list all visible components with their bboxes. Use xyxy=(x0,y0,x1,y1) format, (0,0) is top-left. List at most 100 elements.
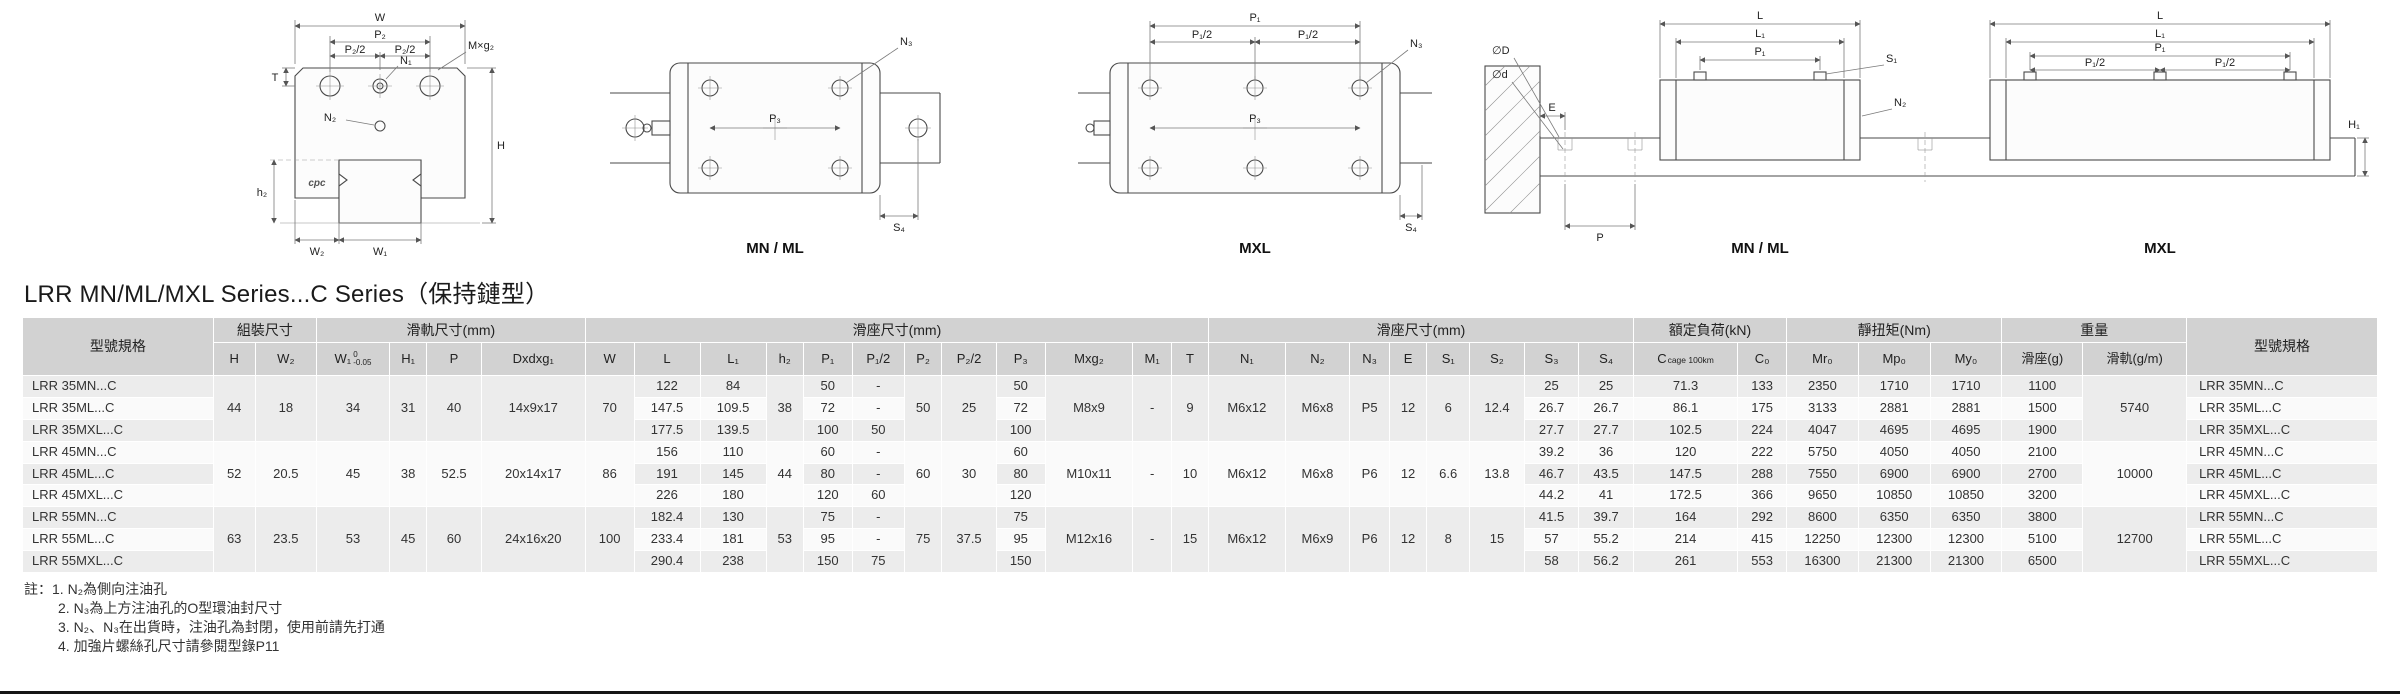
model-cell: LRR 55ML...C xyxy=(2186,528,2378,552)
data-cell: 60 xyxy=(802,440,853,464)
data-cell: 5100 xyxy=(2001,528,2084,552)
data-cell: 44 xyxy=(212,375,256,442)
data-cell: 45 xyxy=(316,440,390,508)
data-cell: 12 xyxy=(1388,506,1428,574)
data-cell: 1900 xyxy=(2001,418,2084,442)
data-cell: 3133 xyxy=(1786,396,1859,420)
dim-label-n1: N₁ xyxy=(400,55,412,67)
data-cell: 10000 xyxy=(2082,440,2188,508)
data-cell: 86 xyxy=(584,440,635,508)
data-cell: - xyxy=(851,506,905,530)
data-cell: 292 xyxy=(1737,506,1788,530)
data-cell: 12.4 xyxy=(1469,375,1525,442)
data-cell: 224 xyxy=(1737,418,1788,442)
data-cell: 4050 xyxy=(1857,440,1931,464)
column-header: Ccage 100km xyxy=(1632,342,1739,376)
model-cell: LRR 35MN...C xyxy=(2186,375,2378,398)
dimension-lines xyxy=(270,20,496,244)
data-cell: 147.5 xyxy=(1632,462,1739,486)
data-cell: M6x12 xyxy=(1208,440,1286,508)
data-cell: 100 xyxy=(995,418,1046,442)
dim-label-h2: h₂ xyxy=(257,187,267,199)
data-cell: 57 xyxy=(1523,528,1580,552)
data-cell: 23.5 xyxy=(254,506,318,574)
column-header: Mp₀ xyxy=(1857,342,1931,376)
spec-table: 型號規格組裝尺寸滑軌尺寸(mm)滑座尺寸(mm)滑座尺寸(mm)額定負荷(kN)… xyxy=(22,317,2378,574)
data-cell: 7550 xyxy=(1786,462,1859,486)
model-cell: LRR 45MXL...C xyxy=(22,484,214,508)
data-cell: 53 xyxy=(316,506,390,574)
dim-label-w: W xyxy=(375,12,386,24)
column-header: L₁ xyxy=(699,342,767,376)
view-caption-mnml: MN / ML xyxy=(1731,240,1789,257)
dim-label-e: E xyxy=(1548,102,1555,114)
column-group-header: 重量 xyxy=(2001,317,2188,343)
data-cell: 36 xyxy=(1578,440,1634,464)
data-cell: 222 xyxy=(1737,440,1788,464)
column-header: N₂ xyxy=(1284,342,1351,376)
dim-label-p: P xyxy=(1596,232,1603,244)
data-cell: 1100 xyxy=(2001,375,2084,398)
data-cell: 13.8 xyxy=(1469,440,1525,508)
data-cell: 6 xyxy=(1426,375,1471,442)
data-cell: 25 xyxy=(1578,375,1634,398)
data-cell: 9 xyxy=(1170,375,1210,442)
data-cell: 50 xyxy=(995,375,1046,398)
data-cell: 1500 xyxy=(2001,396,2084,420)
data-cell: 366 xyxy=(1737,484,1788,508)
data-cell: 39.7 xyxy=(1578,506,1634,530)
data-cell: 553 xyxy=(1737,550,1788,574)
column-header: N₁ xyxy=(1208,342,1286,376)
data-cell: 26.7 xyxy=(1578,396,1634,420)
data-cell: 12250 xyxy=(1786,528,1859,552)
data-cell: - xyxy=(1132,440,1172,508)
data-cell: 15 xyxy=(1469,506,1525,574)
model-cell: LRR 45ML...C xyxy=(22,462,214,486)
data-cell: 53 xyxy=(765,506,804,574)
data-cell: 6900 xyxy=(1857,462,1931,486)
data-cell: 21300 xyxy=(1857,550,1931,574)
data-cell: 75 xyxy=(903,506,943,574)
data-cell: 4695 xyxy=(1929,418,2003,442)
data-cell: 133 xyxy=(1737,375,1788,398)
data-cell: 145 xyxy=(699,462,767,486)
model-cell: LRR 35MXL...C xyxy=(22,418,214,442)
header-group-row: 型號規格組裝尺寸滑軌尺寸(mm)滑座尺寸(mm)滑座尺寸(mm)額定負荷(kN)… xyxy=(22,317,2378,376)
data-cell: 56.2 xyxy=(1578,550,1634,574)
dim-label-p1-half-left: P₁/2 xyxy=(1192,29,1212,41)
data-cell: 63 xyxy=(212,506,256,574)
column-header: 滑軌(g/m) xyxy=(2082,342,2188,376)
data-cell: M6x12 xyxy=(1208,375,1286,442)
model-cell: LRR 55MN...C xyxy=(22,506,214,530)
data-cell: 156 xyxy=(633,440,701,464)
page-title: LRR MN/ML/MXL Series...C Series（保持鏈型） xyxy=(24,281,550,308)
data-cell: 38 xyxy=(765,375,804,442)
data-cell: 31 xyxy=(388,375,428,442)
dim-label-w1: W₁ xyxy=(373,246,387,258)
column-group-header: 滑軌尺寸(mm) xyxy=(316,317,586,343)
column-header: L xyxy=(633,342,701,376)
data-cell: 41.5 xyxy=(1523,506,1580,530)
data-cell: 21300 xyxy=(1929,550,2003,574)
data-cell: 290.4 xyxy=(633,550,701,574)
data-cell: 40 xyxy=(426,375,482,442)
data-cell: 12700 xyxy=(2082,506,2188,574)
data-cell: 214 xyxy=(1632,528,1739,552)
data-cell: 2881 xyxy=(1857,396,1931,420)
data-cell: 86.1 xyxy=(1632,396,1739,420)
data-cell: M6x8 xyxy=(1284,375,1351,442)
data-cell: 10850 xyxy=(1857,484,1931,508)
data-cell: 84 xyxy=(699,375,767,398)
data-cell: 182.4 xyxy=(633,506,701,530)
data-cell: 27.7 xyxy=(1523,418,1580,442)
data-cell: 60 xyxy=(995,440,1046,464)
data-cell: 50 xyxy=(851,418,905,442)
data-cell: M6x8 xyxy=(1284,440,1351,508)
